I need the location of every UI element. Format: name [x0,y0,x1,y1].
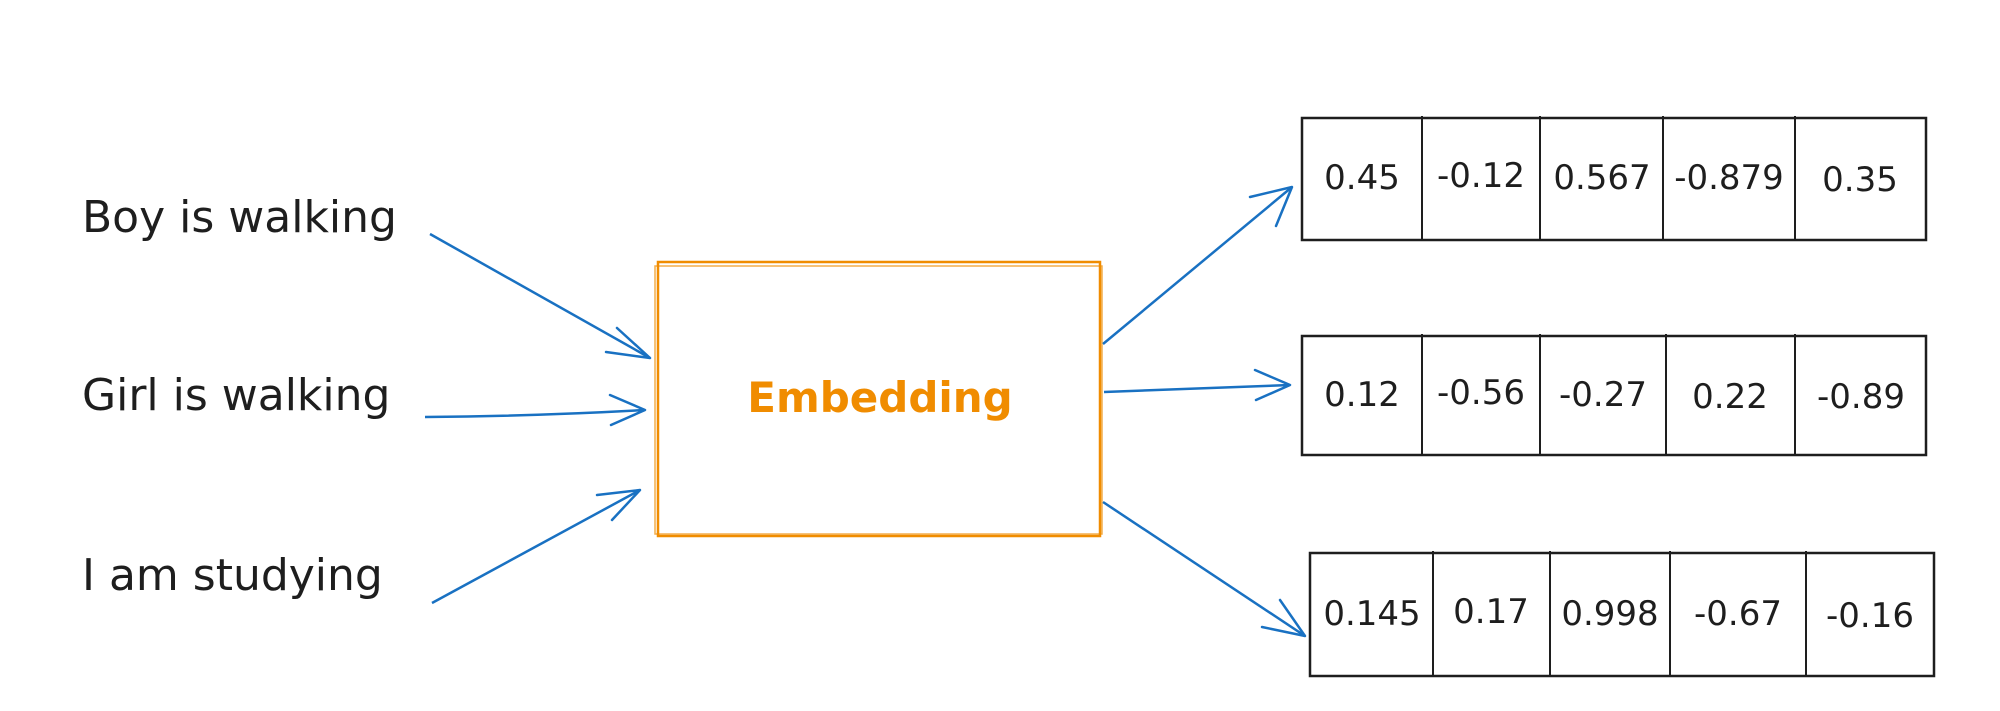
vector-1-value-5: 0.35 [1822,160,1898,200]
input-arrow-1 [429,232,652,360]
output-arrow-2 [1103,368,1292,402]
output-arrow-3 [1102,500,1307,638]
embedding-box: Embedding [654,260,1103,538]
vector-3: 0.145 0.17 0.998 -0.67 -0.16 [1308,551,1936,678]
vector-2-value-2: -0.56 [1437,373,1525,413]
input-arrow-2 [424,393,647,427]
output-arrow-1 [1102,185,1294,345]
input-sentence-3: I am studying [82,550,383,601]
vector-3-value-3: 0.998 [1561,594,1658,634]
vector-1-value-2: -0.12 [1437,156,1525,196]
input-sentence-1: Boy is walking [82,192,397,243]
vector-3-value-4: -0.67 [1694,594,1782,634]
vector-1: 0.45 -0.12 0.567 -0.879 0.35 [1300,116,1928,242]
vector-2-value-5: -0.89 [1817,377,1905,417]
input-sentence-2: Girl is walking [82,370,390,421]
vector-3-value-2: 0.17 [1453,592,1529,632]
vector-2-value-4: 0.22 [1692,377,1768,417]
embedding-label: Embedding [747,373,1013,422]
vector-3-value-5: -0.16 [1826,596,1914,636]
vector-1-value-3: 0.567 [1553,158,1650,198]
vector-1-value-4: -0.879 [1674,158,1784,198]
vector-2: 0.12 -0.56 -0.27 0.22 -0.89 [1300,334,1928,457]
vector-3-value-1: 0.145 [1323,594,1420,634]
vector-2-value-1: 0.12 [1324,375,1400,415]
vector-2-value-3: -0.27 [1559,375,1647,415]
vector-1-value-1: 0.45 [1324,158,1400,198]
input-arrow-3 [431,488,642,605]
